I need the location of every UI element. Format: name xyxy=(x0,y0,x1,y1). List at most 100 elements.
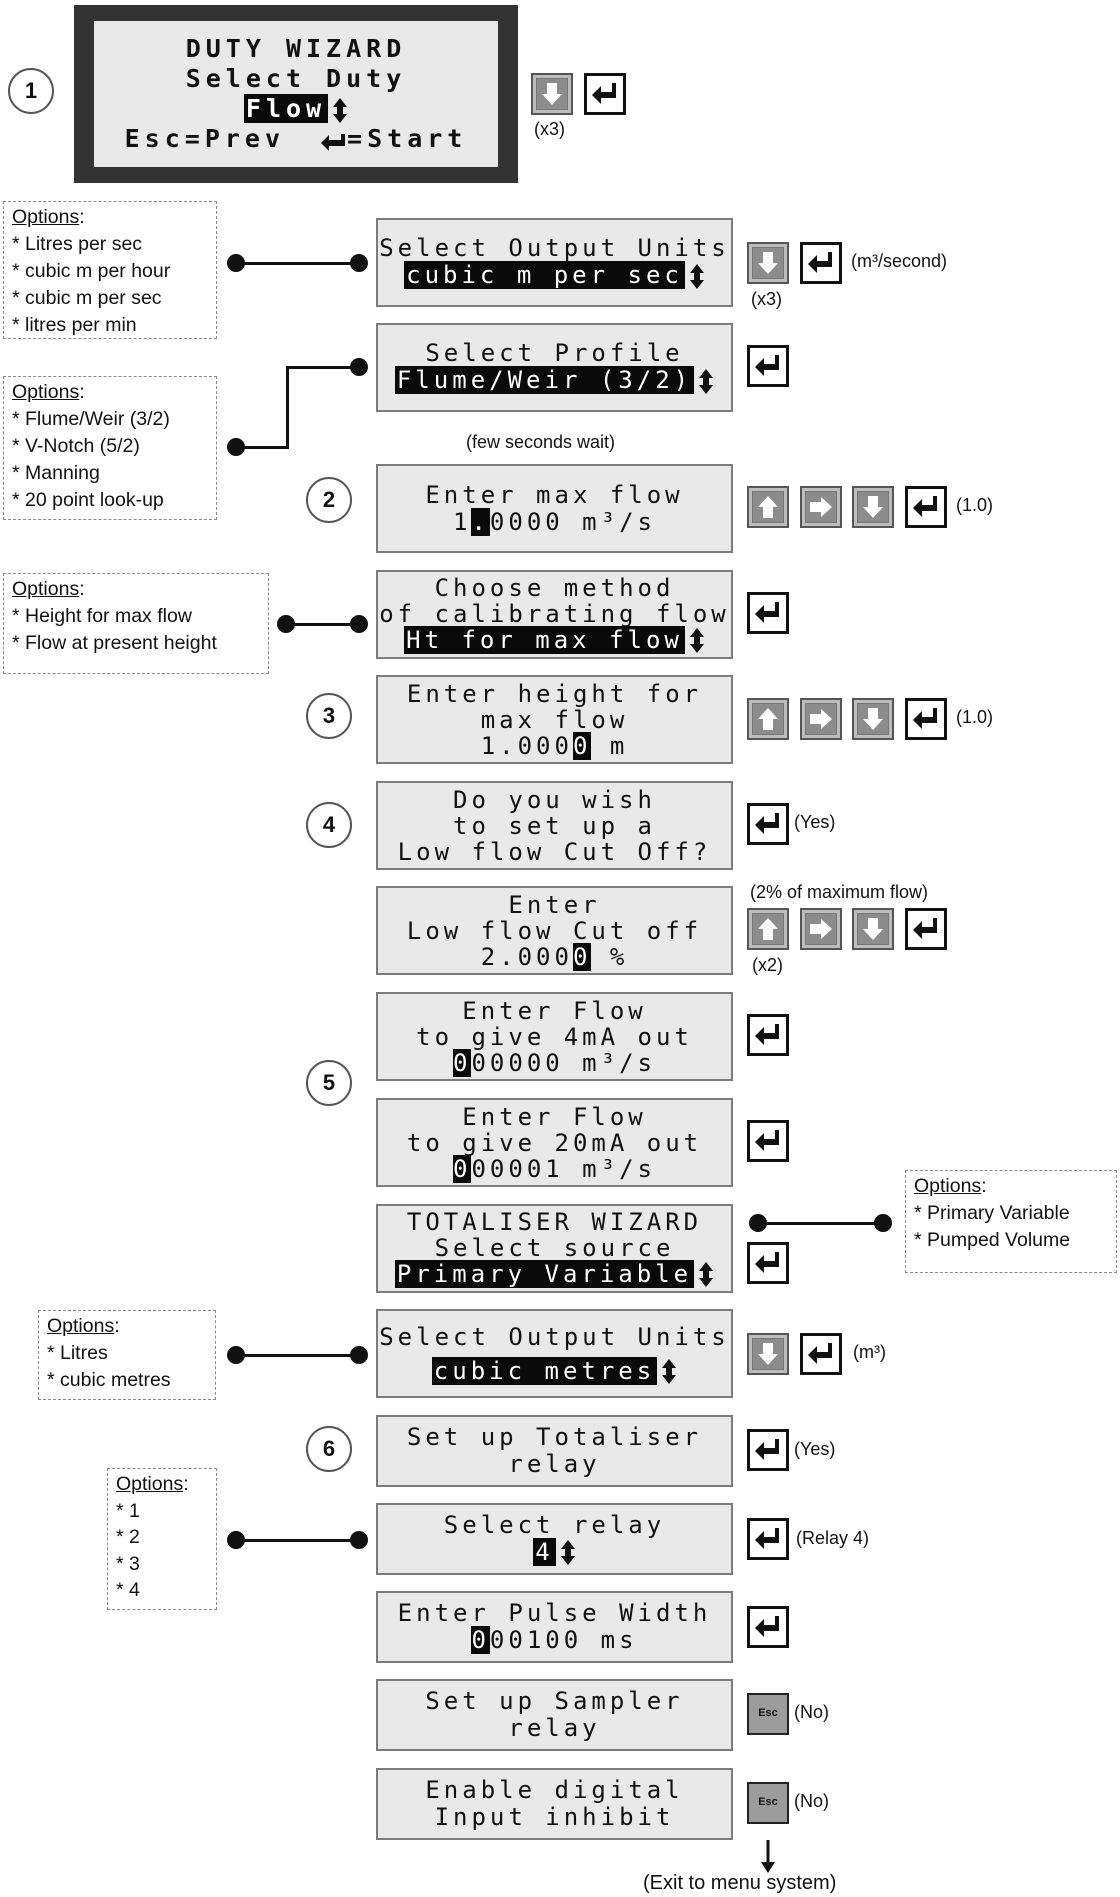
value-suffix: 00000 m³/s xyxy=(471,1048,656,1077)
screen-value-row: 000100 ms xyxy=(471,1626,638,1654)
value-prefix: 2.000 xyxy=(480,942,573,971)
connector-line xyxy=(758,1222,888,1225)
connector-dot xyxy=(350,358,368,376)
options-box-calibration: Options: * Height for max flow * Flow at… xyxy=(3,573,269,674)
selected-option: cubic metres xyxy=(431,1356,658,1385)
value-suffix: 00001 m³/s xyxy=(471,1154,656,1183)
esc-key-label: Esc xyxy=(758,1796,778,1808)
no-note: (No) xyxy=(794,1702,829,1722)
step-number-5: 5 xyxy=(306,1060,352,1106)
up-arrow-icon xyxy=(747,698,789,740)
enter-icon xyxy=(747,592,789,634)
cursor-char: 0 xyxy=(572,942,592,971)
options-box-totaliser-units: Options: * Litres * cubic metres xyxy=(38,1310,216,1400)
screen-value-row: 1.0000 m xyxy=(480,731,629,760)
option-item: * Manning xyxy=(12,462,100,484)
connector-dot xyxy=(749,1214,767,1232)
options-title: Options: xyxy=(12,381,85,403)
screen-line: Enter Flow xyxy=(462,1102,647,1131)
cursor-char: 0 xyxy=(453,1154,472,1183)
screen-select-relay: Select relay 4 xyxy=(376,1503,733,1575)
enter-icon xyxy=(747,1606,789,1648)
screen-low-flow-cutoff: Enter Low flow Cut off 2.0000 % xyxy=(376,886,733,975)
units-note: (m³/second) xyxy=(851,251,948,271)
cursor-char: 0 xyxy=(572,731,592,760)
down-arrow-icon xyxy=(852,908,894,950)
screen-value-row: 4 xyxy=(533,1537,575,1567)
screen-value-row: 000000 m³/s xyxy=(453,1048,656,1077)
repeat-note: (x2) xyxy=(752,955,783,975)
connector-dot xyxy=(277,615,295,633)
duty-wizard-screen: DUTY WIZARD Select Duty Flow Esc=Prev =S… xyxy=(94,21,498,167)
exit-note: (Exit to menu system) xyxy=(643,1872,837,1894)
enter-icon xyxy=(747,1120,789,1162)
screen-line: Select source xyxy=(434,1233,675,1262)
enter-icon xyxy=(584,73,626,115)
enter-icon xyxy=(905,486,947,528)
right-arrow-icon xyxy=(800,698,842,740)
value-suffix: 00100 ms xyxy=(489,1626,638,1654)
connector-line xyxy=(236,1354,360,1357)
connector-dot xyxy=(227,1346,245,1364)
value-prefix: 1.000 xyxy=(480,731,573,760)
screen-line: of calibrating flow xyxy=(379,599,730,628)
cursor-char: 0 xyxy=(471,1626,490,1654)
enter-icon xyxy=(747,803,789,845)
options-title-text: Options xyxy=(914,1175,982,1197)
cursor-char: 0 xyxy=(453,1048,472,1077)
repeat-note: (x3) xyxy=(534,119,565,139)
screen-totaliser-wizard: TOTALISER WIZARD Select source Primary V… xyxy=(376,1204,733,1293)
screen-enter-max-flow: Enter max flow 1.0000 m³/s xyxy=(376,464,733,553)
display-line-2: Select Duty xyxy=(185,64,407,93)
screen-line: to set up a xyxy=(453,811,656,840)
options-title-text: Options xyxy=(116,1473,184,1495)
display-line-1: DUTY WIZARD xyxy=(185,34,407,63)
enter-icon xyxy=(747,345,789,387)
yes-note: (Yes) xyxy=(794,812,836,832)
screen-line: Enter Pulse Width xyxy=(397,1599,712,1627)
step-number-2: 2 xyxy=(306,477,352,523)
relay-note: (Relay 4) xyxy=(796,1528,870,1548)
enter-icon xyxy=(800,1333,842,1375)
up-down-arrow-icon xyxy=(661,1358,677,1385)
option-item: * V-Notch (5/2) xyxy=(12,435,140,457)
esc-key-icon: Esc xyxy=(747,1782,789,1824)
enter-icon xyxy=(747,1242,789,1284)
enter-icon xyxy=(319,129,347,151)
screen-line: Enter height for xyxy=(406,679,703,708)
down-arrow-icon xyxy=(852,698,894,740)
option-item: * 1 xyxy=(116,1499,140,1522)
option-item: * Height for max flow xyxy=(12,605,192,627)
screen-line: Select Output Units xyxy=(379,1322,730,1351)
options-title-text: Options xyxy=(47,1315,115,1337)
screen-line: Select relay xyxy=(443,1510,666,1539)
option-item: * 3 xyxy=(116,1552,140,1575)
screen-value-row: 000001 m³/s xyxy=(453,1154,656,1183)
screen-value-row: cubic m per sec xyxy=(404,261,705,290)
up-down-arrow-icon xyxy=(689,263,705,290)
up-down-arrow-icon xyxy=(698,368,714,395)
esc-key-icon: Esc xyxy=(747,1693,789,1735)
options-box-profile: Options: * Flume/Weir (3/2) * V-Notch (5… xyxy=(3,376,217,520)
screen-flow-4ma: Enter Flow to give 4mA out 000000 m³/s xyxy=(376,992,733,1081)
screen-line: relay xyxy=(508,1714,601,1742)
selected-option: 4 xyxy=(533,1537,556,1566)
connector-dot xyxy=(350,615,368,633)
option-item: * cubic metres xyxy=(47,1369,171,1391)
cursor-char: . xyxy=(471,507,490,536)
option-item: * Flume/Weir (3/2) xyxy=(12,408,170,430)
screen-line: Enable digital xyxy=(425,1776,684,1804)
screen-totaliser-units: Select Output Units cubic metres xyxy=(376,1309,733,1398)
screen-line: Low flow Cut off xyxy=(406,916,703,945)
connector-line xyxy=(286,366,360,369)
up-arrow-icon xyxy=(747,486,789,528)
screen-line: to give 20mA out xyxy=(406,1128,703,1157)
right-arrow-icon xyxy=(800,486,842,528)
selected-option: cubic m per sec xyxy=(404,261,685,290)
screen-value-row: Primary Variable xyxy=(394,1259,714,1289)
option-item: * cubic m per sec xyxy=(12,287,162,309)
up-arrow-icon xyxy=(747,908,789,950)
options-title: Options: xyxy=(914,1175,987,1197)
enter-icon xyxy=(800,242,842,284)
selected-option: Ht for max flow xyxy=(404,625,685,654)
